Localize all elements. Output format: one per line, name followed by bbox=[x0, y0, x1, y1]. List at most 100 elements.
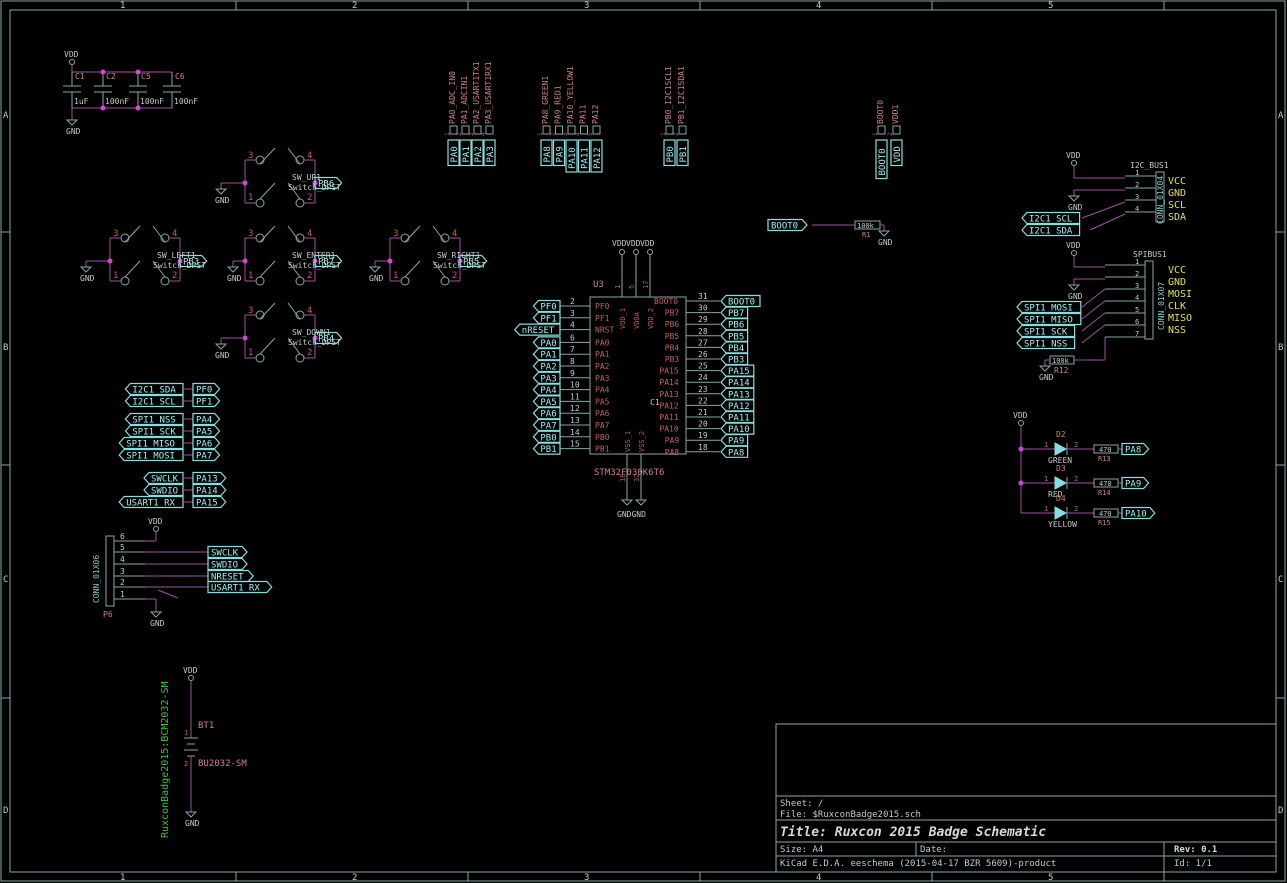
wire bbox=[1081, 324, 1106, 344]
led-r-value: 470 bbox=[1099, 510, 1112, 518]
connector-spi-bus: SPIBUS1CONN_01X071234567VCCGNDMOSICLKMIS… bbox=[1016, 241, 1192, 382]
header-pin-number: 1 bbox=[872, 132, 879, 136]
net-label-box bbox=[192, 483, 227, 497]
p6-value: CONN_01X06 bbox=[92, 555, 101, 603]
switch-net-label: PB6 bbox=[314, 176, 343, 190]
alias-from: USART1_RX bbox=[118, 495, 184, 509]
cap-value: 1uF bbox=[74, 97, 89, 106]
mcu-pin-name: VDDA bbox=[633, 311, 641, 329]
mcu-pin-name: PB3 bbox=[665, 355, 680, 364]
net-label-box bbox=[207, 557, 248, 571]
bt1-pin: 1 bbox=[184, 729, 188, 737]
gnd-label: GND bbox=[215, 351, 230, 360]
wire bbox=[287, 302, 301, 320]
mcu-pin-number: 21 bbox=[698, 408, 708, 417]
net-label-box bbox=[207, 569, 255, 583]
header-pin bbox=[877, 125, 886, 135]
net-label-text: PA7 bbox=[196, 452, 212, 462]
vdd-symbol: VDD bbox=[1013, 411, 1028, 426]
switch-ref: SW_UP1 bbox=[292, 173, 321, 182]
gnd-icon bbox=[620, 499, 634, 506]
net-label-box bbox=[1016, 300, 1082, 314]
header-pin-label: BOOT0 bbox=[876, 100, 885, 124]
mcu-pin-number: 2 bbox=[570, 297, 575, 306]
row-marker: C bbox=[3, 575, 8, 585]
mcu-right-net: PB3 bbox=[720, 352, 749, 366]
bt1-value: BU2032-SM bbox=[198, 759, 247, 769]
mcu-pin-number: 19 bbox=[698, 431, 708, 440]
mcu-pin-name: PA4 bbox=[595, 386, 610, 395]
net-label-text: PA8 bbox=[728, 448, 744, 458]
vdd-label: VDD bbox=[1066, 151, 1081, 160]
column-marker: 2 bbox=[352, 1, 357, 11]
net-label-text: PB4 bbox=[318, 335, 334, 345]
led-pin: 2 bbox=[1074, 505, 1078, 513]
mcu-body bbox=[589, 296, 687, 455]
net-label-box bbox=[720, 445, 749, 458]
switch-pin-1: 1 bbox=[393, 271, 398, 281]
gnd-label: GND bbox=[878, 238, 893, 247]
mcu-right-net: PA13 bbox=[720, 387, 755, 400]
switch-ref: SW_ENTER1 bbox=[292, 251, 336, 260]
net-label-text: PA11 bbox=[581, 147, 591, 169]
net-label-text: SWDIO bbox=[211, 561, 238, 571]
gnd-label: GND bbox=[227, 274, 242, 283]
wire bbox=[152, 225, 166, 243]
header-pin bbox=[461, 125, 470, 135]
net-label-vertical: PA8 bbox=[540, 139, 553, 167]
net-label-box bbox=[720, 399, 755, 412]
net-label-box bbox=[532, 299, 561, 313]
switch-contact bbox=[295, 276, 305, 286]
net-label-vertical: PA11 bbox=[577, 139, 591, 173]
net-label-text: PA0 bbox=[540, 339, 556, 349]
net-label-text: BOOT0 bbox=[771, 222, 798, 232]
mcu-pin-name: PA13 bbox=[659, 390, 678, 399]
net-label-text: NRESET bbox=[211, 573, 244, 583]
net-label-text: PA4 bbox=[540, 386, 556, 396]
net-label-text: PB3 bbox=[183, 258, 199, 268]
mcu-pin-number: 17 bbox=[642, 281, 650, 289]
mcu-pin-number: 24 bbox=[698, 373, 708, 382]
mcu-stm32: U3STM32F030K6T6C1VDD1VDD_1VDD5VDDAVDD17V… bbox=[513, 239, 761, 519]
net-label-text: PA10 bbox=[728, 425, 750, 435]
alias-from: SWCLK bbox=[143, 471, 184, 485]
net-label-vertical: PA0 bbox=[447, 139, 460, 167]
mcu-left-net: PB0 bbox=[532, 430, 561, 443]
mcu-pin-number: 5 bbox=[628, 285, 636, 289]
net-label-box bbox=[314, 176, 343, 190]
net-label-box bbox=[1121, 506, 1156, 520]
net-label-text: PA10 bbox=[568, 147, 578, 169]
net-label-box bbox=[471, 139, 484, 167]
wire bbox=[1089, 213, 1126, 231]
led-icon bbox=[1054, 442, 1068, 456]
mcu-right-net: PA15 bbox=[720, 364, 755, 377]
switch-pin-4: 4 bbox=[307, 229, 312, 239]
junction-dot bbox=[135, 105, 141, 111]
net-label-box bbox=[532, 336, 561, 349]
top-headers: PA0_ADC_IN01PA0PA1_ADCIN12PA1PA2_USART1T… bbox=[444, 61, 903, 180]
net-label-box bbox=[720, 434, 749, 447]
row-marker: C bbox=[1278, 575, 1283, 585]
bt1-ref: BT1 bbox=[198, 721, 214, 731]
mcu-pin-name: PA0 bbox=[595, 338, 610, 347]
mcu-left-net: nRESET bbox=[513, 323, 561, 336]
switch-contact bbox=[255, 155, 265, 165]
vdd-label: VDD bbox=[1013, 411, 1028, 420]
net-label-box bbox=[483, 139, 496, 167]
mcu-left-net: PA4 bbox=[532, 383, 561, 396]
header-pin-label: PA8_GREEN1 bbox=[541, 76, 550, 124]
switch-contact bbox=[120, 276, 130, 286]
net-label-text: SPI1_SCK bbox=[132, 428, 176, 438]
header-pin bbox=[473, 125, 482, 135]
row-marker: A bbox=[1278, 111, 1284, 121]
i2c-signal: SCL bbox=[1168, 200, 1186, 211]
vdd-symbol: VDD bbox=[1066, 151, 1081, 166]
mcu-power-label: VDD bbox=[640, 239, 655, 248]
p6-pin-number: 5 bbox=[120, 543, 125, 552]
net-label-box bbox=[513, 323, 561, 336]
mcu-pin-number: 7 bbox=[570, 345, 575, 354]
led-ref: D2 bbox=[1056, 430, 1066, 439]
net-label-box bbox=[532, 311, 561, 324]
mcu-right-net: PB4 bbox=[720, 341, 749, 354]
